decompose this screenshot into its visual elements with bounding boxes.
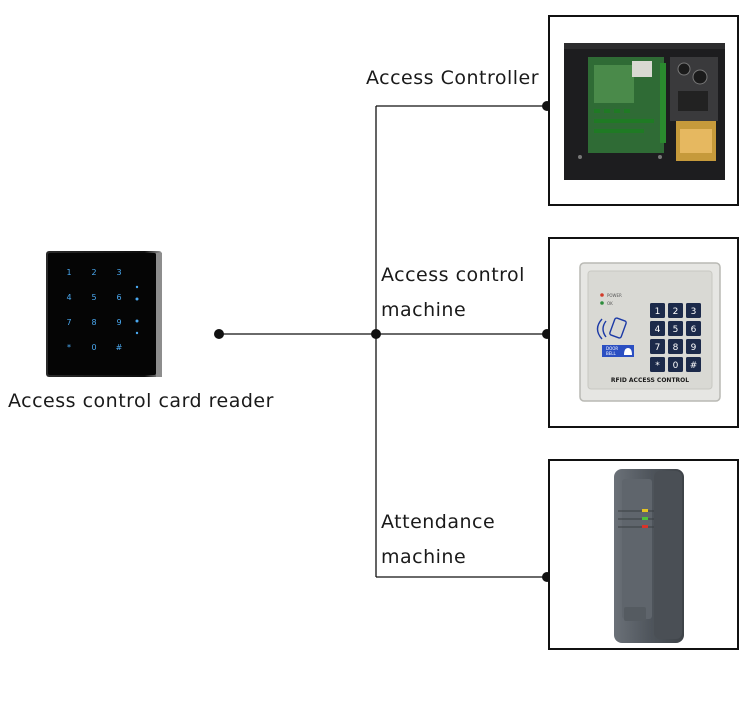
attendance-label-line2: machine [381, 546, 467, 568]
panel-key [686, 321, 701, 336]
panel-key [686, 303, 701, 318]
reader-key: 8 [91, 318, 96, 327]
panel-key-label: # [690, 361, 698, 371]
led-label-power: POWER [607, 293, 622, 298]
panel-key [686, 339, 701, 354]
reader-key: 1 [66, 268, 71, 277]
panel-key-label: 9 [691, 343, 697, 353]
access-machine-label-line1: Access control [381, 264, 525, 286]
panel-key [650, 339, 665, 354]
reader-key: 3 [116, 268, 121, 277]
panel-key-label: 5 [673, 325, 679, 335]
svg-text:DOOR: DOOR [606, 346, 618, 351]
reader-key: * [67, 343, 71, 352]
reader-key: 5 [91, 293, 96, 302]
access-machine-frame: POWER OK DOOR BELL 1 2 3 4 5 6 7 8 9 * 0 # RFID ACC… [548, 237, 739, 428]
panel-key [650, 303, 665, 318]
attendance-machine-frame [548, 459, 739, 650]
reader-key: 4 [66, 293, 71, 302]
access-controller-frame [548, 15, 739, 206]
panel-key-label: 4 [655, 325, 661, 335]
access-controller-image [564, 43, 725, 180]
rfid-wave-icon [596, 317, 627, 340]
panel-key [650, 357, 665, 372]
led-label-ok: OK [607, 301, 613, 306]
panel-key-label: 1 [655, 307, 661, 317]
card-reader-image: 1 2 3 4 5 6 7 8 9 * 0 # [46, 251, 162, 377]
access-machine-image: POWER OK DOOR BELL 1 2 3 4 5 6 7 8 9 * 0 # RFID ACC… [579, 262, 721, 402]
panel-key-label: 3 [691, 307, 697, 317]
panel-key-label: * [655, 361, 660, 371]
panel-brand-text: RFID ACCESS CONTROL [611, 377, 689, 384]
node-dot-junction [371, 329, 381, 339]
reader-key: 9 [116, 318, 121, 327]
svg-text:BELL: BELL [606, 351, 617, 356]
attendance-machine-image [614, 469, 684, 643]
reader-label: Access control card reader [8, 390, 274, 412]
panel-key [668, 357, 683, 372]
bell-icon [624, 348, 632, 355]
panel-key-label: 0 [673, 361, 679, 371]
node-dot-reader [214, 329, 224, 339]
panel-key [668, 321, 683, 336]
panel-key [668, 303, 683, 318]
reader-key: 7 [66, 318, 71, 327]
access-machine-label-line2: machine [381, 299, 467, 321]
controller-label: Access Controller [366, 67, 540, 89]
panel-key-label: 8 [673, 343, 679, 353]
reader-key: 6 [116, 293, 121, 302]
panel-key-label: 7 [655, 343, 661, 353]
reader-indicator-icon [135, 285, 139, 289]
reader-key: # [116, 343, 123, 352]
reader-key: 2 [91, 268, 96, 277]
panel-key [668, 339, 683, 354]
reader-keypad: 1 2 3 4 5 6 7 8 9 * 0 # [66, 268, 122, 352]
panel-key [686, 357, 701, 372]
panel-key-label: 2 [673, 307, 679, 317]
panel-key-label: 6 [691, 325, 697, 335]
attendance-label-line1: Attendance [381, 511, 496, 533]
reader-key: 0 [91, 343, 96, 352]
panel-key [650, 321, 665, 336]
